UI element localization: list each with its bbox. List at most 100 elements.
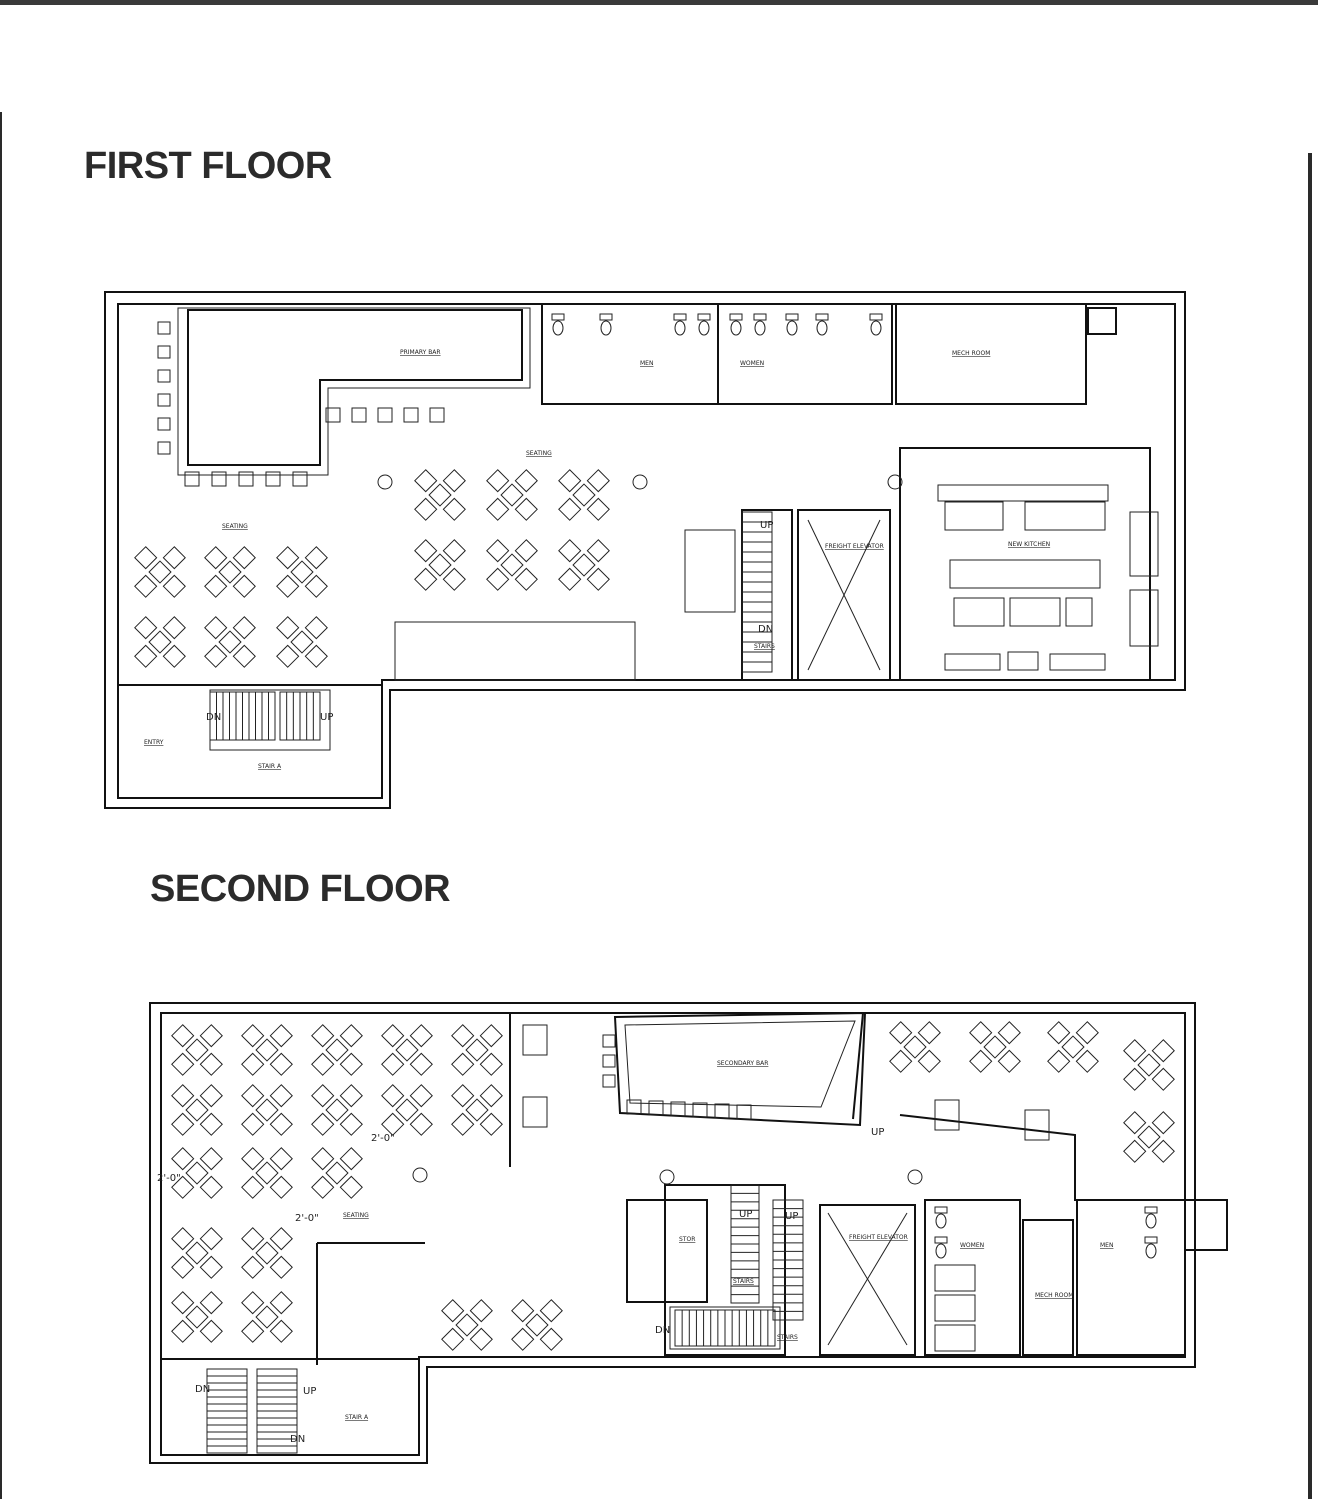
chair-diamond [339,1112,363,1136]
toilet-bowl [674,320,686,336]
chair-diamond [255,1161,279,1185]
toilet-tank [869,313,883,321]
toilet-tank [934,1236,948,1244]
chair-diamond [479,1084,503,1108]
chair-diamond [276,616,300,640]
column [632,474,648,490]
chair-diamond [465,1038,489,1062]
toilet-tank [753,313,767,321]
chair-diamond [1075,1049,1099,1073]
toilet [785,313,799,336]
top-edge-bar [0,0,1318,5]
chair-diamond [539,1327,563,1351]
chair-diamond [969,1049,993,1073]
stall [934,1264,976,1292]
bar-stool [403,407,419,423]
chair-diamond [171,1052,195,1076]
table-group [311,1084,363,1136]
toilet-tank [697,313,711,321]
label-seating-main: SEATING [526,450,552,457]
chair-diamond [969,1021,993,1045]
chair-diamond [451,1084,475,1108]
table-group [1047,1021,1099,1073]
label-stairs-2: STAIRS [777,1334,798,1341]
chair-diamond [514,469,538,493]
chair-diamond [525,1313,549,1337]
second-floor-title: SECOND FLOOR [150,868,451,910]
booth-table [522,1096,548,1128]
chair-diamond [479,1112,503,1136]
chair-diamond [269,1319,293,1343]
label-men: MEN [640,360,653,367]
chair-diamond [241,1147,265,1171]
chair-diamond [572,553,596,577]
chair-diamond [311,1024,335,1048]
dim-1: 2'-0" [157,1173,181,1184]
table-group [171,1084,223,1136]
table-group [311,1147,363,1199]
chair-diamond [558,469,582,493]
toilet [753,313,767,336]
table-group [241,1147,293,1199]
chair-diamond [199,1052,223,1076]
bar-stool [714,1103,730,1119]
stair-run [256,1368,298,1454]
chair-diamond [269,1084,293,1108]
chair-diamond [204,546,228,570]
chair-diamond [204,574,228,598]
stair-run [209,691,276,741]
chair-diamond [479,1024,503,1048]
chair-diamond [500,553,524,577]
chair-diamond [171,1147,195,1171]
chair-diamond [442,469,466,493]
bar-stool [736,1104,752,1120]
first-floor-plan: PRIMARY BAR MEN WOMEN MECH ROOM SEATING … [104,291,1186,809]
chair-diamond [442,539,466,563]
bar-stool [670,1101,686,1117]
chair-diamond [586,567,610,591]
chair-diamond [983,1035,1007,1059]
toilet-tank [729,313,743,321]
chair-diamond [241,1291,265,1315]
chair-diamond [586,469,610,493]
label-stor: STOR [679,1236,695,1243]
label-mech-room: MECH ROOM [952,350,990,357]
label-stairs-b: STAIRS [754,643,775,650]
chair-diamond [511,1299,535,1323]
chair-diamond [586,539,610,563]
toilet-tank [599,313,613,321]
label-freight-elevator-2: FREIGHT ELEVATOR [849,1234,908,1241]
chair-diamond [162,616,186,640]
toilet-bowl [816,320,828,336]
chair-diamond [572,483,596,507]
chair-diamond [134,546,158,570]
booth-table [1024,1109,1050,1141]
chair-diamond [269,1147,293,1171]
table-group [171,1227,223,1279]
chair-diamond [269,1052,293,1076]
bar-stool [626,1099,642,1115]
table-group [171,1024,223,1076]
chair-diamond [558,497,582,521]
chair-diamond [199,1175,223,1199]
chair-diamond [232,546,256,570]
chair-diamond [269,1112,293,1136]
toilet-bowl [935,1243,947,1259]
table-group [889,1021,941,1073]
stair-dn-mid: DN [655,1325,670,1336]
chair-diamond [134,644,158,668]
right-edge-line [1308,153,1312,1499]
toilet [934,1206,948,1229]
chair-diamond [1075,1021,1099,1045]
toilet-bowl [698,320,710,336]
chair-diamond [486,539,510,563]
chair-diamond [339,1024,363,1048]
chair-diamond [171,1175,195,1199]
chair-diamond [1137,1125,1161,1149]
chair-diamond [917,1021,941,1045]
chair-diamond [232,574,256,598]
stair-run [730,1184,760,1304]
toilet-tank [815,313,829,321]
label-secondary-bar: SECONDARY BAR [717,1060,768,1067]
stall [934,1294,976,1322]
